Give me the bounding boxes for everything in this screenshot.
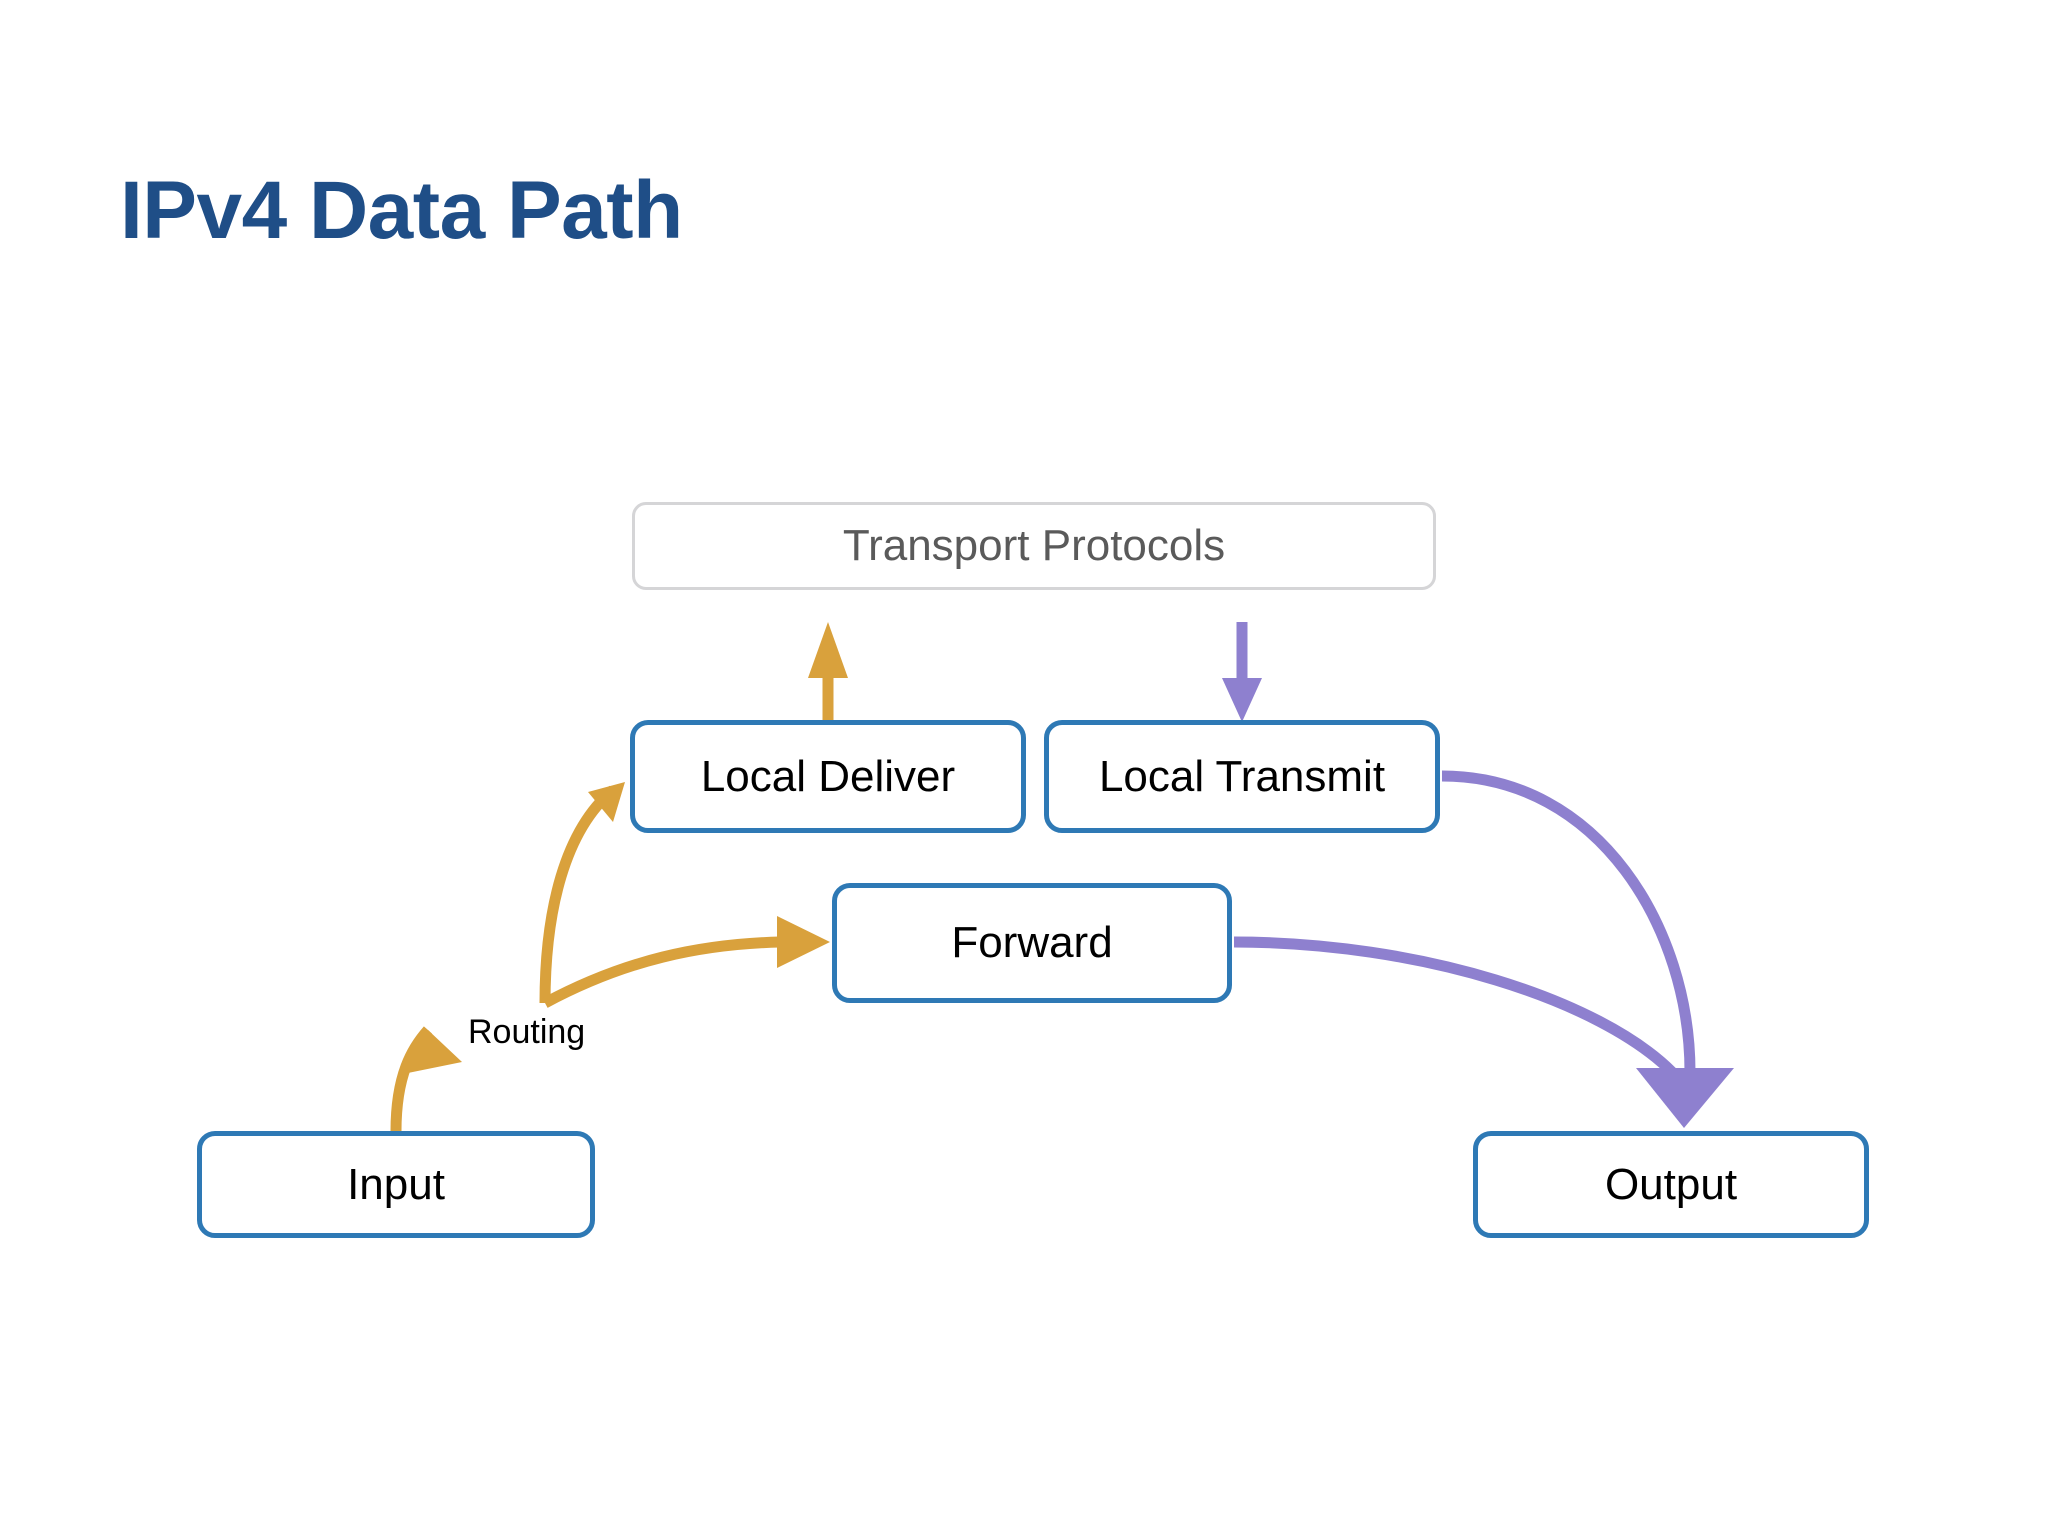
edge-local-transmit-to-output <box>1441 770 1696 1073</box>
output-arrowhead <box>1636 1068 1734 1128</box>
edge-local-deliver-to-transport <box>808 622 848 722</box>
edge-label-routing: Routing <box>468 1013 586 1051</box>
node-transport-protocols[interactable]: Transport Protocols <box>632 502 1436 590</box>
node-forward[interactable]: Forward <box>832 883 1232 1003</box>
node-input-label: Input <box>347 1159 445 1209</box>
edge-routing-to-local-deliver <box>539 782 625 1004</box>
node-local-transmit[interactable]: Local Transmit <box>1044 720 1440 833</box>
edge-forward-to-output <box>1233 936 1676 1076</box>
node-output[interactable]: Output <box>1473 1131 1869 1238</box>
node-input[interactable]: Input <box>197 1131 595 1238</box>
edge-transport-to-local-transmit <box>1222 622 1262 722</box>
edge-input-to-routing <box>390 1026 462 1132</box>
node-local-transmit-label: Local Transmit <box>1098 751 1386 801</box>
node-forward-label: Forward <box>951 918 1113 967</box>
edge-routing-to-forward <box>542 916 830 1008</box>
node-local-deliver-label: Local Deliver <box>700 751 956 801</box>
node-transport-protocols-label: Transport Protocols <box>842 521 1226 570</box>
node-output-label: Output <box>1604 1159 1738 1209</box>
node-local-deliver[interactable]: Local Deliver <box>630 720 1026 833</box>
page-title: IPv4 Data Path <box>120 165 683 256</box>
